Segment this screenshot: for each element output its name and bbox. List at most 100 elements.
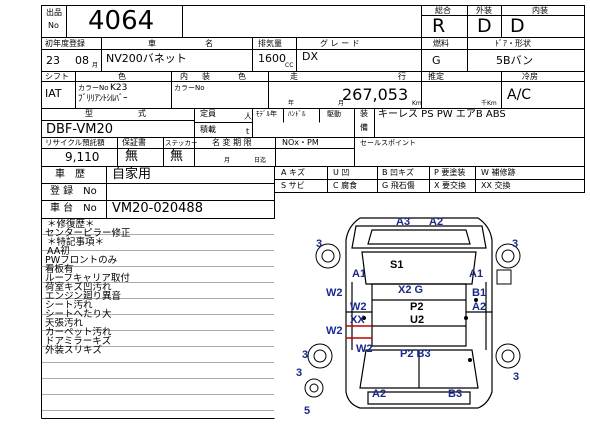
warranty-value: 無: [125, 149, 139, 164]
model-label-2: 式: [138, 109, 146, 118]
damage-mark: A2: [429, 216, 443, 228]
sticker-value: 無: [170, 149, 184, 164]
legend-item: S サビ: [281, 181, 305, 190]
aircon-label: 冷房: [522, 72, 538, 81]
year-unit: 年: [288, 100, 295, 107]
exterior-grade-label: 外装: [476, 6, 492, 15]
sales-point-label: セールスポイント: [360, 139, 416, 147]
name-change-day-unit: 日迄: [254, 157, 267, 164]
equipment-value: キーレス PS PW エアB ABS: [378, 109, 506, 120]
interior-color-label: 色: [238, 72, 246, 81]
drive-label: 駆動: [327, 110, 341, 118]
damage-mark: 3: [316, 238, 322, 250]
grade-label: グ レ ー ド: [320, 39, 360, 48]
lot-number-label: 出品: [46, 8, 62, 17]
capacity-label: 定員: [200, 109, 216, 118]
damage-mark: B1: [472, 287, 486, 299]
car-history-value: 自家用: [112, 167, 152, 182]
note-line: 荷室キズ凹汚れ: [45, 282, 112, 293]
exterior-grade: D: [477, 15, 492, 37]
damage-mark: W2: [326, 325, 343, 337]
shift-value: IAT: [45, 87, 62, 100]
first-registration-month: 08: [75, 54, 89, 67]
note-line: ＊特記事項＊: [47, 237, 105, 248]
overall-grade: R: [432, 15, 446, 37]
first-registration-label: 初年度登録: [45, 39, 85, 48]
color-label: 色: [118, 72, 126, 81]
damage-mark: 3: [302, 349, 308, 361]
legend-item: XX 交換: [481, 181, 511, 190]
legend-item: X 要交換: [434, 181, 467, 190]
displacement-label: 排気量: [258, 39, 282, 48]
equipment-label-2: 備: [360, 123, 368, 132]
legend-item: W 補修跡: [481, 168, 516, 177]
legend-item: C 腐食: [333, 181, 358, 190]
note-line: シートへたり大: [45, 309, 112, 320]
first-registration-year: 23: [46, 54, 60, 67]
note-line: ＊修復歴＊: [47, 219, 95, 230]
damage-mark: A2: [472, 301, 486, 313]
color-no-label: カラーNo: [78, 84, 109, 92]
legend-item: P 要塗装: [434, 168, 466, 177]
damage-mark: A1: [469, 268, 483, 280]
damage-mark: 5: [304, 405, 310, 417]
note-line: 天張汚れ: [45, 318, 84, 329]
damage-mark: X2 G: [398, 284, 423, 296]
mileage-unit: Km: [412, 100, 422, 107]
month-unit-2: 月: [338, 100, 345, 107]
color-no-value: K23: [110, 83, 128, 93]
shift-label: シフト: [45, 72, 69, 81]
legend-item: A キズ: [281, 168, 306, 177]
car-history-label: 車 歴: [55, 169, 85, 180]
note-line: ドアミラーキズ: [45, 336, 112, 347]
fuel-label: 燃料: [433, 39, 449, 48]
sticker-label: ステッカー: [165, 139, 198, 147]
damage-mark: 3: [512, 238, 518, 250]
damage-mark: A1: [352, 268, 366, 280]
car-name-label-2: 名: [205, 39, 213, 48]
note-line: 看板有: [45, 264, 74, 275]
load-unit: t: [246, 127, 250, 136]
interior-color-no-label: カラーNo: [174, 84, 205, 92]
damage-mark: W2: [356, 343, 373, 355]
note-line: PWフロントのみ: [45, 255, 118, 266]
displacement-value: 1600: [258, 52, 286, 65]
door-shape-label: ﾄﾞｱ・形状: [495, 39, 531, 48]
car-name: NV200バネット: [106, 52, 187, 65]
color-name: ﾌﾞﾘﾘｱﾝﾄｼﾙﾊﾞｰ: [78, 94, 128, 104]
note-line: エンジン廻り異音: [45, 291, 122, 302]
mileage-label-2: 行: [398, 72, 406, 81]
damage-mark: W2: [350, 301, 367, 313]
note-line: AA初: [47, 246, 70, 257]
note-line: ルーフキャリア取付: [45, 273, 130, 284]
damage-mark: 3: [296, 367, 302, 379]
interior-label-2: 装: [202, 72, 210, 81]
damage-mark: XX: [350, 314, 365, 326]
grade-value: DX: [302, 50, 319, 63]
equipment-label-1: 装: [360, 109, 368, 118]
damage-mark: A3: [396, 216, 410, 228]
legend-item: B 凹キズ: [382, 168, 415, 177]
car-name-label-1: 車: [148, 39, 156, 48]
recycle-amount: 9,110: [65, 150, 100, 164]
damage-mark: W2: [326, 287, 343, 299]
mileage-label-1: 走: [290, 72, 298, 81]
note-line: 外装スリキズ: [45, 345, 103, 356]
interior-grade-label: 内装: [532, 6, 548, 15]
damage-mark: 3: [513, 371, 519, 383]
mileage-value: 267,053: [342, 85, 409, 104]
model-year-label: ﾓﾃﾞﾙ年: [256, 110, 277, 118]
aircon-value: A/C: [507, 87, 532, 103]
interior-label-1: 内: [180, 72, 188, 81]
estimated-label: 推定: [428, 72, 444, 81]
load-label: 積載: [200, 125, 216, 134]
overall-grade-label: 総合: [435, 6, 451, 15]
legend-item: U 凹: [333, 168, 350, 177]
interior-grade: D: [510, 15, 525, 37]
handle-label: ﾊﾝﾄﾞﾙ: [288, 110, 306, 118]
damage-mark: P2: [410, 301, 423, 313]
model-label-1: 型: [85, 109, 93, 118]
